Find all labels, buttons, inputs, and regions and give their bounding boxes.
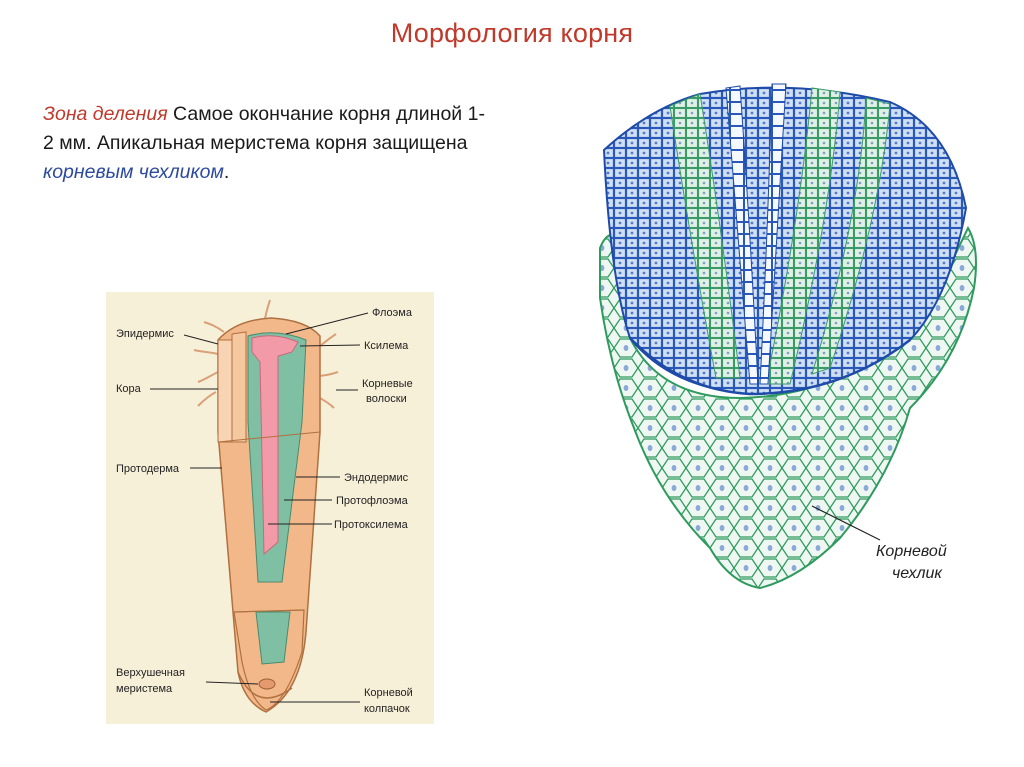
vascular-strand-2	[759, 83, 787, 385]
label-epidermis: Эпидермис	[116, 328, 174, 340]
label-protophloem: Протофлоэма	[336, 495, 409, 507]
meristem-core	[255, 611, 291, 665]
root-tip-illustration: Корневой чехлик	[599, 83, 977, 590]
label-root-cap-2: колпачок	[364, 703, 410, 715]
cap-label: корневым чехликом	[43, 161, 224, 183]
label-endodermis: Эндодермис	[344, 472, 409, 484]
label-root-hairs-1: Корневые	[362, 378, 413, 390]
apical-meristem	[258, 678, 276, 690]
zone-label: Зона деления	[43, 103, 168, 125]
root-cap-outline	[237, 671, 293, 699]
slide-title: Морфология корня	[390, 18, 634, 48]
label-xylem: Ксилема	[364, 340, 409, 352]
leader-lines	[150, 312, 369, 703]
label-cortex: Кора	[116, 383, 142, 395]
label-protoderm: Протодерма	[116, 463, 180, 475]
cortex-layer	[231, 331, 247, 443]
intro-text: Самое окончание корня длиной 1-2 мм. Апи…	[43, 103, 485, 154]
vascular-strand-1	[725, 85, 759, 385]
section-cut-bottom	[233, 609, 305, 613]
label-protoxylem: Протоксилема	[334, 519, 409, 531]
label-phloem: Флоэма	[372, 307, 413, 319]
green-band-far-right	[811, 97, 891, 375]
root-diagram: Эпидермис Кора Протодерма Верхушечная ме…	[106, 292, 434, 724]
label-apical-1: Верхушечная	[116, 667, 185, 679]
label-root-cap-1: Корневой	[364, 687, 413, 699]
root-cap-cells	[599, 225, 977, 590]
cap-leader-line	[811, 505, 881, 541]
cap-label-line1: Корневой	[876, 543, 947, 560]
intro-paragraph: Зона деления Самое окончание корня длино…	[43, 100, 493, 187]
green-band-left	[669, 93, 741, 379]
xylem	[251, 335, 299, 556]
cap-label-line2: чехлик	[892, 565, 943, 582]
label-apical-2: меристема	[116, 683, 173, 695]
section-cut-top	[217, 431, 321, 443]
epidermis-layer	[217, 339, 233, 443]
meristem-boundary	[629, 337, 911, 396]
intro-end: .	[223, 161, 230, 183]
label-root-hairs-2: волоски	[366, 393, 407, 405]
